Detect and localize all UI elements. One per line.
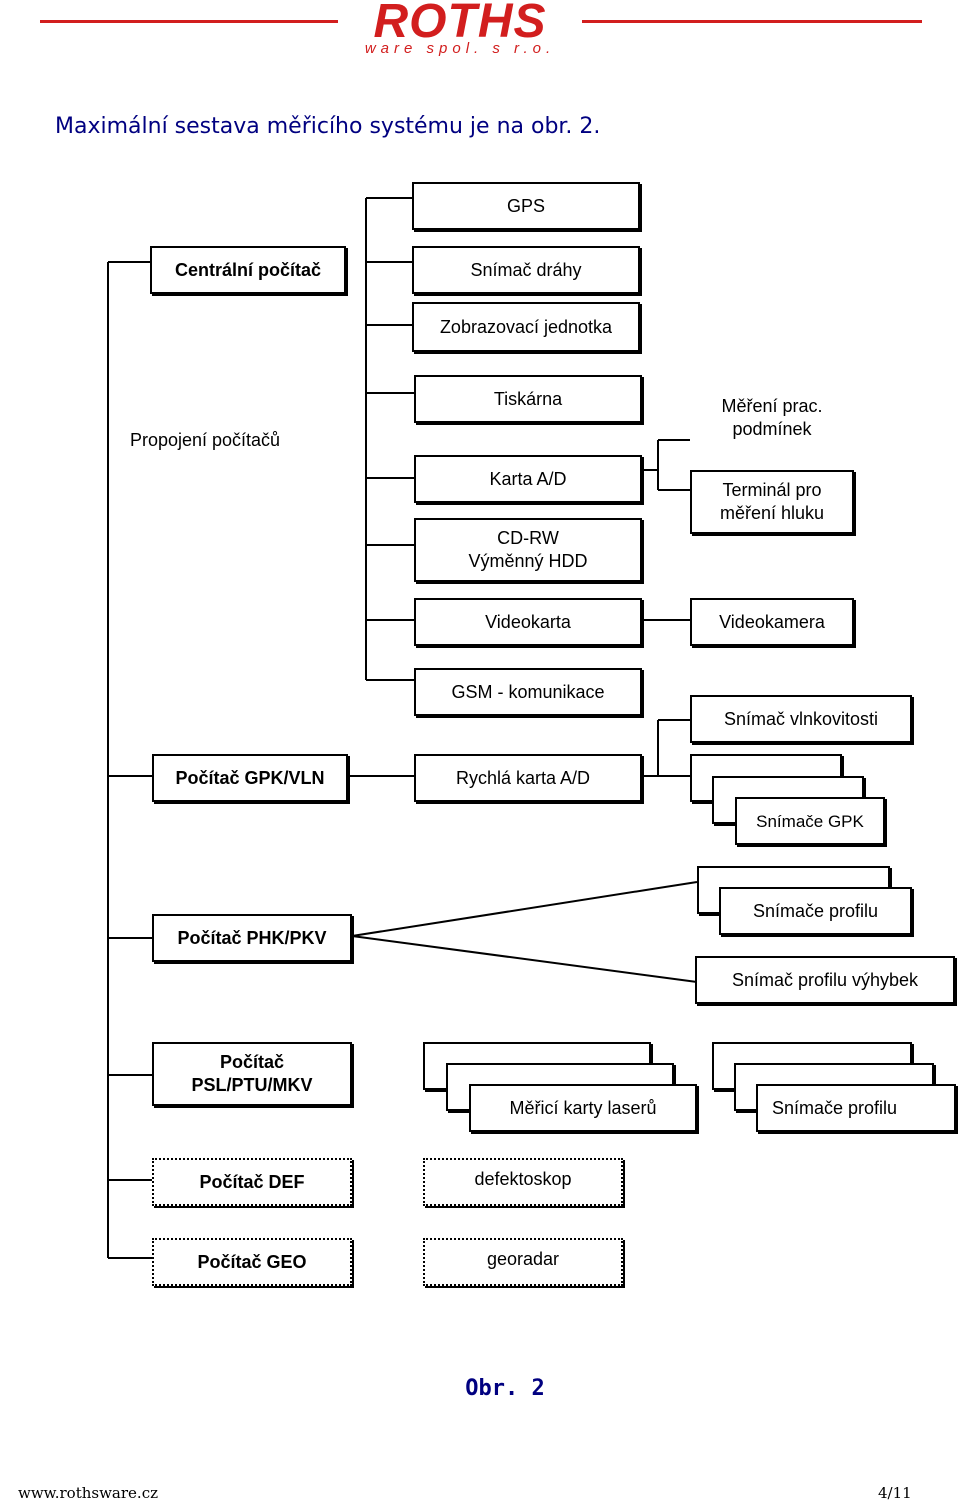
video-card-box: Videokarta: [414, 598, 642, 646]
psl-computer-line1: Počítač: [219, 1052, 285, 1072]
humidity-sensor-box: Snímač vlnkovitosti: [690, 695, 912, 743]
work-conditions-box: Měření prac. podmínek: [690, 395, 854, 455]
gpk-computer-box: Počítač GPK/VLN: [152, 754, 348, 802]
header-rule-left: [40, 20, 338, 23]
cdrw-line1: CD-RW: [497, 528, 559, 548]
fast-ad-card-box: Rychlá karta A/D: [414, 754, 642, 802]
header-rule-right: [582, 20, 922, 23]
geo-computer-box: Počítač GEO: [152, 1238, 352, 1286]
track-sensor-box: Snímač dráhy: [412, 246, 640, 294]
cdrw-box: CD-RW Výměnný HDD: [414, 518, 642, 582]
gps-box: GPS: [412, 182, 640, 230]
footer-page-number: 4/11: [878, 1484, 912, 1502]
work-conditions-line2: podmínek: [732, 419, 812, 439]
def-computer-box: Počítač DEF: [152, 1158, 352, 1206]
company-logo-subtitle: ware spol. s r.o.: [364, 40, 556, 57]
central-computer-box: Centrální počítač: [150, 246, 346, 294]
switch-profile-sensor-box: Snímač profilu výhybek: [695, 956, 955, 1004]
company-logo: ROTHS: [373, 0, 547, 48]
figure-caption: Obr. 2: [465, 1376, 545, 1401]
ad-card-box: Karta A/D: [414, 455, 642, 503]
psl-computer-line2: PSL/PTU/MKV: [191, 1075, 313, 1095]
gpk-sensors-box: Snímače GPK: [735, 797, 885, 845]
psl-computer-box: Počítač PSL/PTU/MKV: [152, 1042, 352, 1106]
noise-terminal-box: Terminál pro měření hluku: [690, 470, 854, 534]
noise-terminal-line1: Terminál pro: [722, 480, 822, 500]
cdrw-line2: Výměnný HDD: [468, 551, 588, 571]
gsm-box: GSM - komunikace: [414, 668, 642, 716]
display-unit-box: Zobrazovací jednotka: [412, 302, 640, 352]
printer-box: Tiskárna: [414, 375, 642, 423]
intro-text: Maximální sestava měřicího systému je na…: [55, 114, 601, 139]
georadar-box: georadar: [423, 1238, 623, 1286]
phk-computer-box: Počítač PHK/PKV: [152, 914, 352, 962]
video-camera-box: Videokamera: [690, 598, 854, 646]
profile-sensors-2-box: Snímače profilu: [756, 1084, 956, 1132]
flaw-detector-box: defektoskop: [423, 1158, 623, 1206]
work-conditions-line1: Měření prac.: [721, 396, 823, 416]
profile-sensors-box: Snímače profilu: [719, 887, 912, 935]
noise-terminal-line2: měření hluku: [719, 503, 825, 523]
laser-cards-box: Měřicí karty laserů: [469, 1084, 697, 1132]
computer-link-label: Propojení počítačů: [129, 430, 281, 450]
footer-website: www.rothsware.cz: [18, 1484, 158, 1502]
